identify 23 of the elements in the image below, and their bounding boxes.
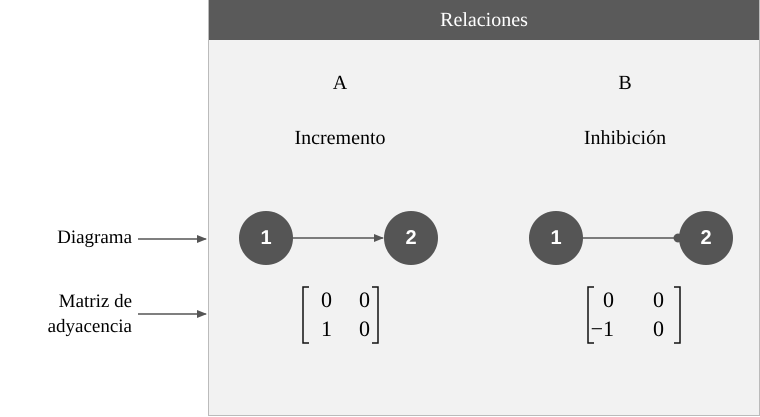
matrix-entry: 0: [652, 316, 664, 342]
column-title: A: [332, 72, 348, 95]
node-circle: 1: [239, 211, 293, 265]
node-circle: 2: [384, 211, 438, 265]
column-subtitle: Inhibición: [584, 127, 666, 150]
matrix-entry: 0: [358, 316, 370, 342]
matrix-entry: −1: [590, 316, 614, 342]
arrow: [292, 234, 384, 242]
row-label: Diagrama: [40, 226, 132, 251]
table-panel: [208, 0, 760, 416]
column-title: B: [618, 72, 632, 95]
matrix-entry: 0: [602, 287, 614, 313]
node-circle: 1: [529, 211, 583, 265]
matrix-entry: 0: [652, 287, 664, 313]
matrix-entry: 1: [320, 316, 332, 342]
column-subtitle: Incremento: [294, 127, 386, 150]
matrix-entry: 0: [358, 287, 370, 313]
arrow: [138, 310, 207, 318]
node-circle: 2: [679, 211, 733, 265]
panel-header: Relaciones: [209, 0, 759, 40]
row-label: Matriz de adyacencia: [10, 290, 132, 340]
matrix-entry: 0: [320, 287, 332, 313]
arrow: [138, 235, 207, 243]
